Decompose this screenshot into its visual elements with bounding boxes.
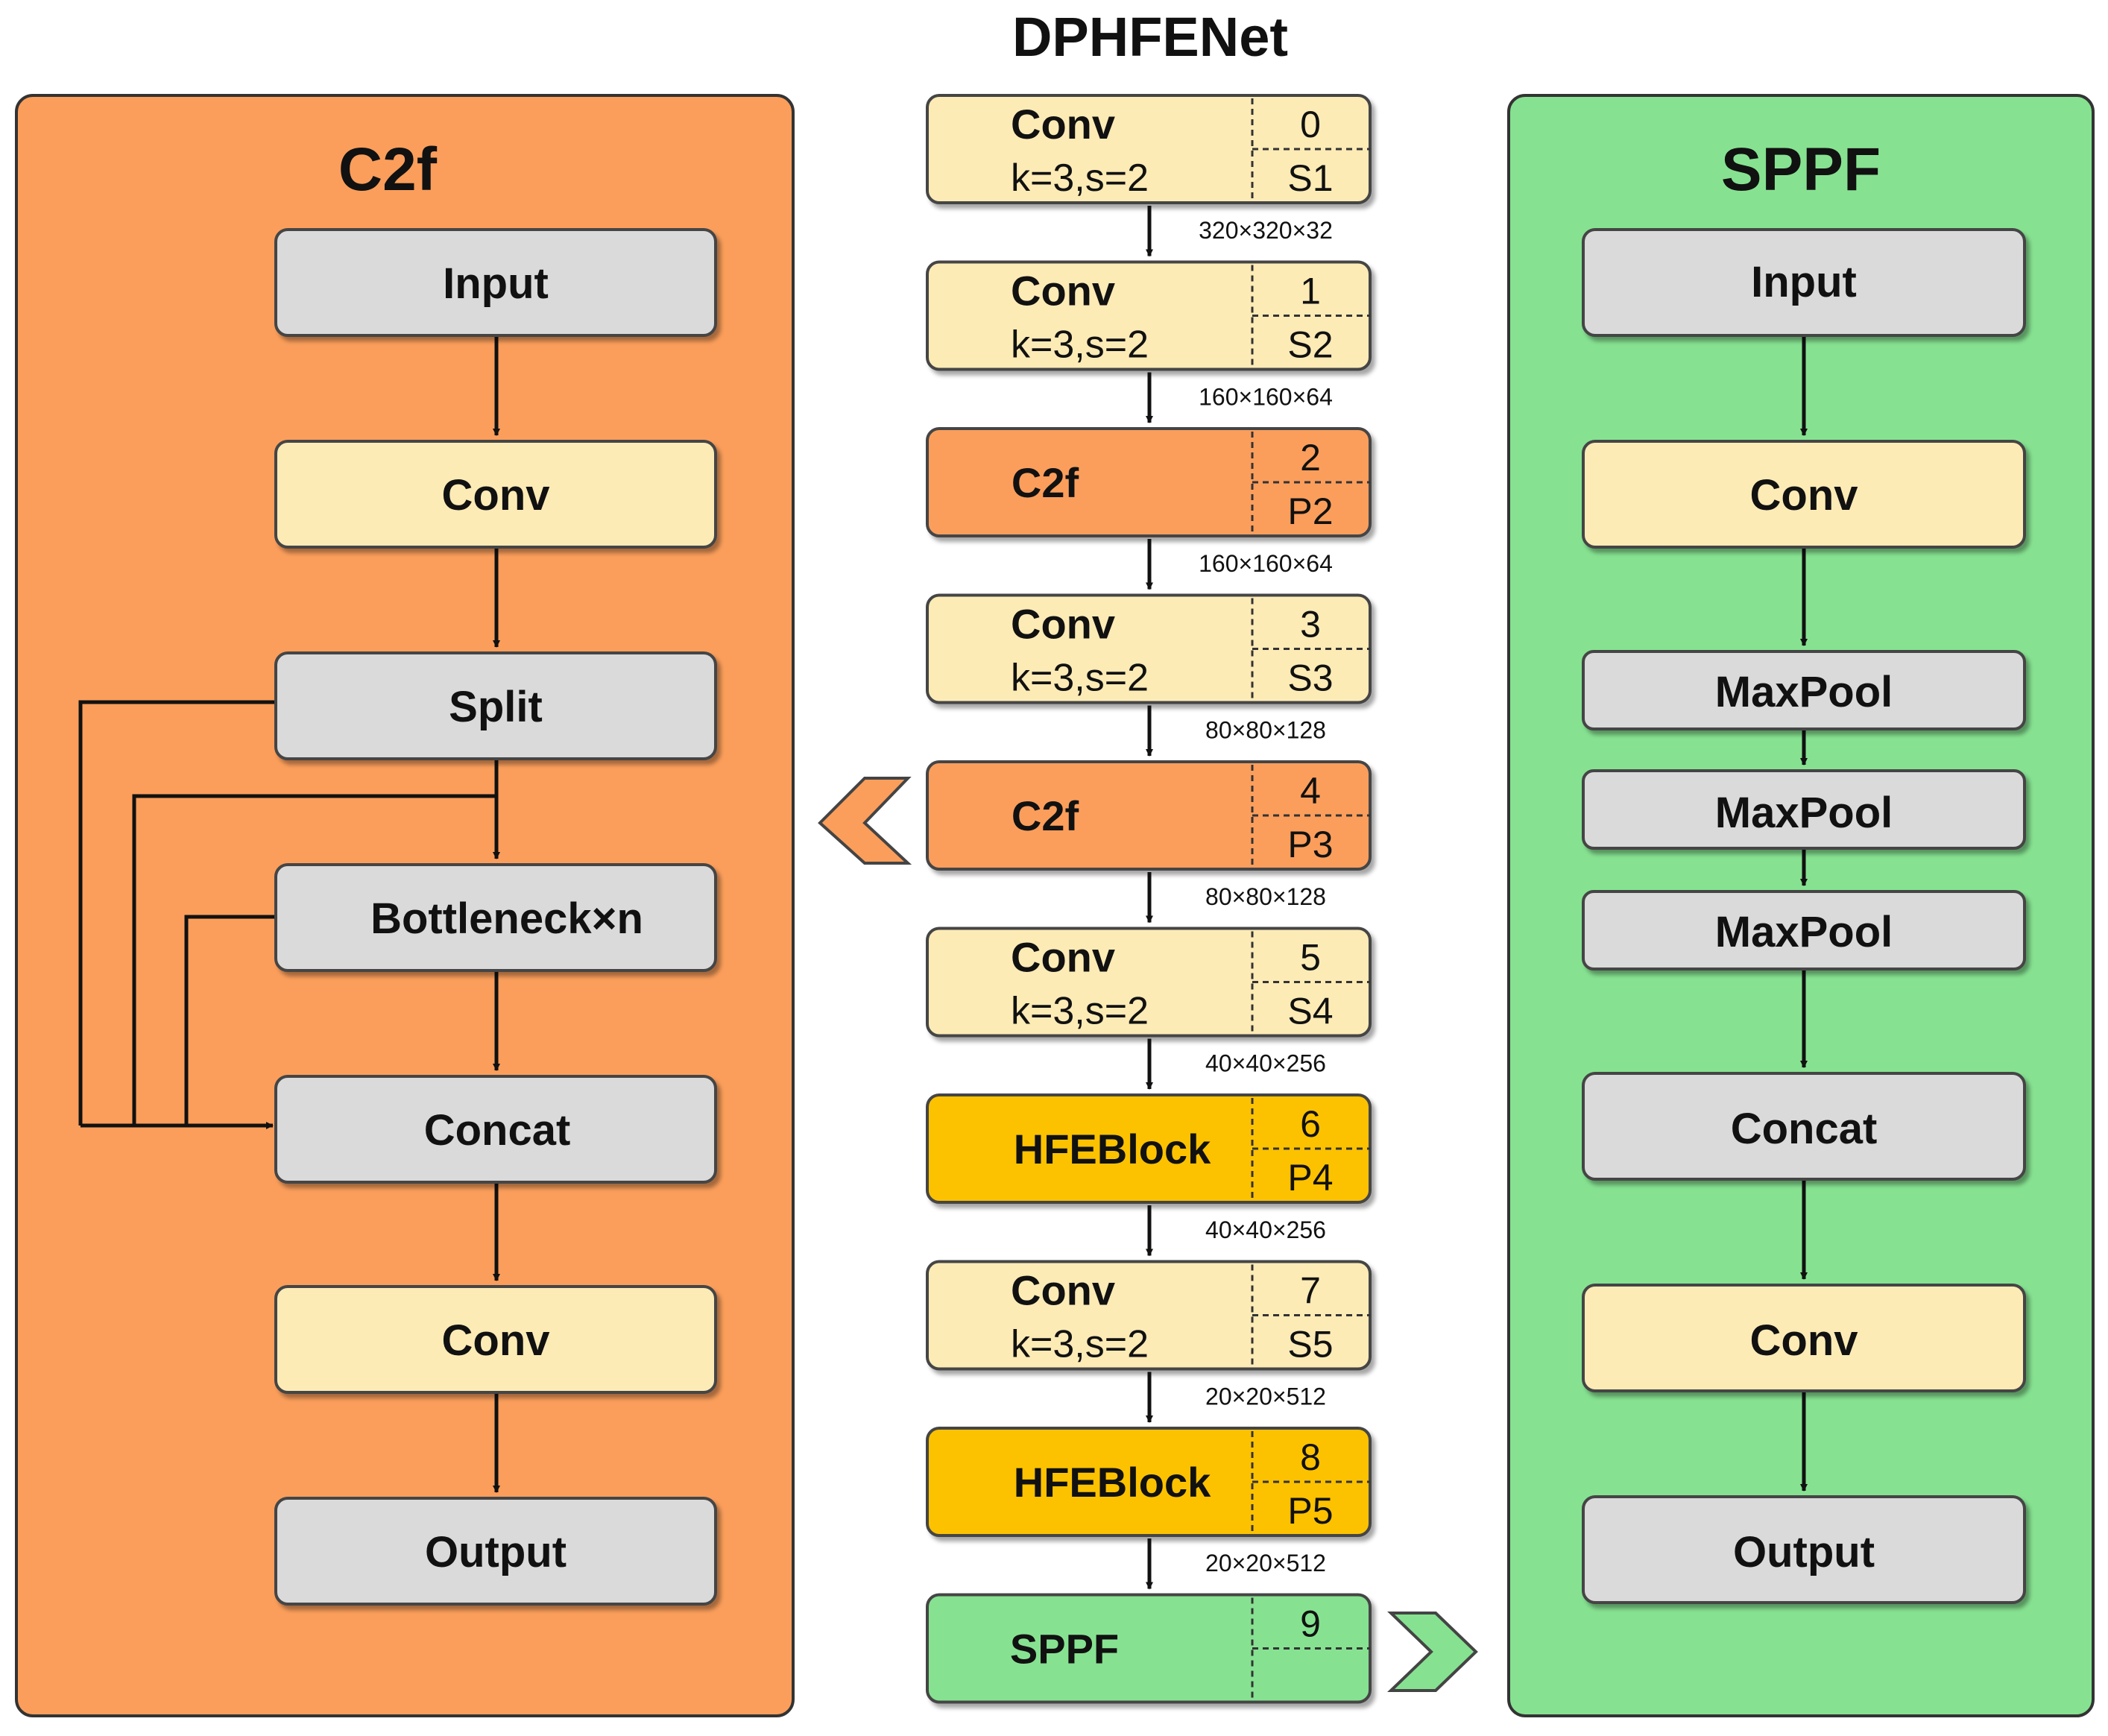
module-name: HFEBlock [1014, 1126, 1211, 1172]
backbone-module-2: C2f 2P2 [926, 427, 1372, 537]
backbone-module-5: Conv k=3,s=2 5S4 [926, 927, 1372, 1038]
module-name: Conv [1011, 1267, 1115, 1314]
c2f-conv-block: Conv [274, 440, 717, 549]
backbone-column: Convk=3,s=20S1Convk=3,s=21S2C2f2P2Convk=… [926, 94, 1372, 1704]
c2f-input-label: Input [443, 259, 549, 308]
feature-shape-label: 320×320×32 [1199, 217, 1333, 244]
feature-shape-label: 40×40×256 [1205, 1216, 1326, 1243]
module-stage: P5 [1287, 1490, 1333, 1532]
sppf-maxpool-2-label: MaxPool [1715, 789, 1893, 837]
backbone-module-6: HFEBlock 6P4 [926, 1093, 1372, 1204]
c2f-split-block: Split [274, 651, 717, 760]
sppf-panel-title: SPPF [1721, 136, 1881, 203]
sppf-maxpool-1-block: MaxPool [1582, 650, 2026, 730]
module-name: Conv [1011, 934, 1115, 981]
module-stage: P2 [1287, 490, 1333, 532]
c2f-bottleneck-block: Bottleneck×n [274, 863, 717, 972]
module-name: C2f [1012, 792, 1079, 839]
module-param: k=3,s=2 [1011, 990, 1149, 1033]
sppf-conv2-block: Conv [1582, 1284, 2026, 1392]
c2f-output-label: Output [425, 1528, 567, 1576]
module-index: 0 [1300, 104, 1321, 145]
c2f-concat-label: Concat [424, 1106, 571, 1155]
module-param: k=3,s=2 [1011, 657, 1149, 700]
c2f-split-label: Split [449, 683, 543, 731]
sppf-maxpool-1-label: MaxPool [1715, 668, 1893, 716]
feature-shape-label: 20×20×512 [1205, 1550, 1326, 1576]
module-index: 9 [1300, 1603, 1321, 1645]
sppf-output-block: Output [1582, 1495, 2026, 1604]
c2f-output-block: Output [274, 1497, 717, 1606]
c2f-conv-label: Conv [442, 471, 550, 520]
c2f-panel-title: C2f [338, 136, 438, 203]
sppf-input-block: Input [1582, 228, 2026, 337]
sppf-input-label: Input [1751, 258, 1857, 306]
c2f-input-block: Input [274, 228, 717, 337]
module-index: 3 [1300, 604, 1321, 646]
feature-shape-label: 160×160×64 [1199, 550, 1333, 577]
sppf-concat-label: Concat [1731, 1105, 1878, 1153]
c2f-conv2-label: Conv [442, 1316, 550, 1365]
module-index: 6 [1300, 1103, 1321, 1145]
module-index: 8 [1300, 1436, 1321, 1478]
module-index: 7 [1300, 1270, 1321, 1312]
module-stage: P4 [1287, 1157, 1333, 1199]
module-param: k=3,s=2 [1011, 1323, 1149, 1366]
backbone-module-4: C2f 4P3 [926, 760, 1372, 871]
module-index: 1 [1300, 271, 1321, 312]
module-name: Conv [1011, 101, 1115, 148]
c2f-conv2-block: Conv [274, 1285, 717, 1394]
sppf-output-label: Output [1733, 1528, 1875, 1576]
c2f-connectors [78, 335, 500, 1493]
backbone-module-3: Conv k=3,s=2 3S3 [926, 593, 1372, 704]
sppf-pointer-chevron-icon [1387, 1612, 1478, 1692]
sppf-maxpool-3-block: MaxPool [1582, 890, 2026, 970]
diagram-title: DPHFENet [1012, 6, 1288, 68]
module-name: SPPF [1010, 1626, 1119, 1673]
sppf-panel: SPPF Input Conv MaxPool MaxPool [1507, 94, 2095, 1717]
backbone-module-7: Conv k=3,s=2 7S5 [926, 1260, 1372, 1371]
sppf-conv2-label: Conv [1750, 1316, 1858, 1365]
backbone-module-0: Conv k=3,s=2 0S1 [926, 94, 1372, 204]
module-index: 4 [1300, 770, 1321, 812]
sppf-concat-block: Concat [1582, 1072, 2026, 1181]
feature-shape-label: 40×40×256 [1205, 1050, 1326, 1077]
module-name: C2f [1012, 459, 1079, 506]
module-stage: S1 [1287, 157, 1333, 199]
module-name: Conv [1011, 268, 1115, 315]
c2f-bottleneck-label: Bottleneck×n [370, 894, 643, 943]
sppf-maxpool-3-label: MaxPool [1715, 908, 1893, 956]
module-param: k=3,s=2 [1011, 157, 1149, 200]
feature-shape-label: 160×160×64 [1199, 384, 1333, 411]
module-stage: S2 [1287, 324, 1333, 366]
sppf-maxpool-2-block: MaxPool [1582, 769, 2026, 850]
backbone-module-1: Conv k=3,s=2 1S2 [926, 260, 1372, 371]
sppf-conv-label: Conv [1750, 471, 1858, 520]
module-stage: S4 [1287, 991, 1333, 1032]
module-stage: P3 [1287, 824, 1333, 865]
module-index: 5 [1300, 937, 1321, 979]
c2f-pointer-chevron-icon [818, 777, 912, 865]
sppf-conv-block: Conv [1582, 440, 2026, 549]
module-param: k=3,s=2 [1011, 323, 1149, 367]
module-index: 2 [1300, 437, 1321, 479]
module-stage: S5 [1287, 1324, 1333, 1366]
c2f-panel: C2f Input Conv Split [15, 94, 795, 1717]
backbone-module-9: SPPF 9 [926, 1593, 1372, 1704]
feature-shape-label: 80×80×128 [1205, 717, 1326, 744]
c2f-concat-block: Concat [274, 1075, 717, 1184]
module-name: HFEBlock [1014, 1459, 1211, 1506]
backbone-module-8: HFEBlock 8P5 [926, 1427, 1372, 1537]
feature-shape-label: 80×80×128 [1205, 883, 1326, 910]
module-name: Conv [1011, 601, 1115, 648]
module-stage: S3 [1287, 657, 1333, 699]
feature-shape-label: 20×20×512 [1205, 1383, 1326, 1410]
